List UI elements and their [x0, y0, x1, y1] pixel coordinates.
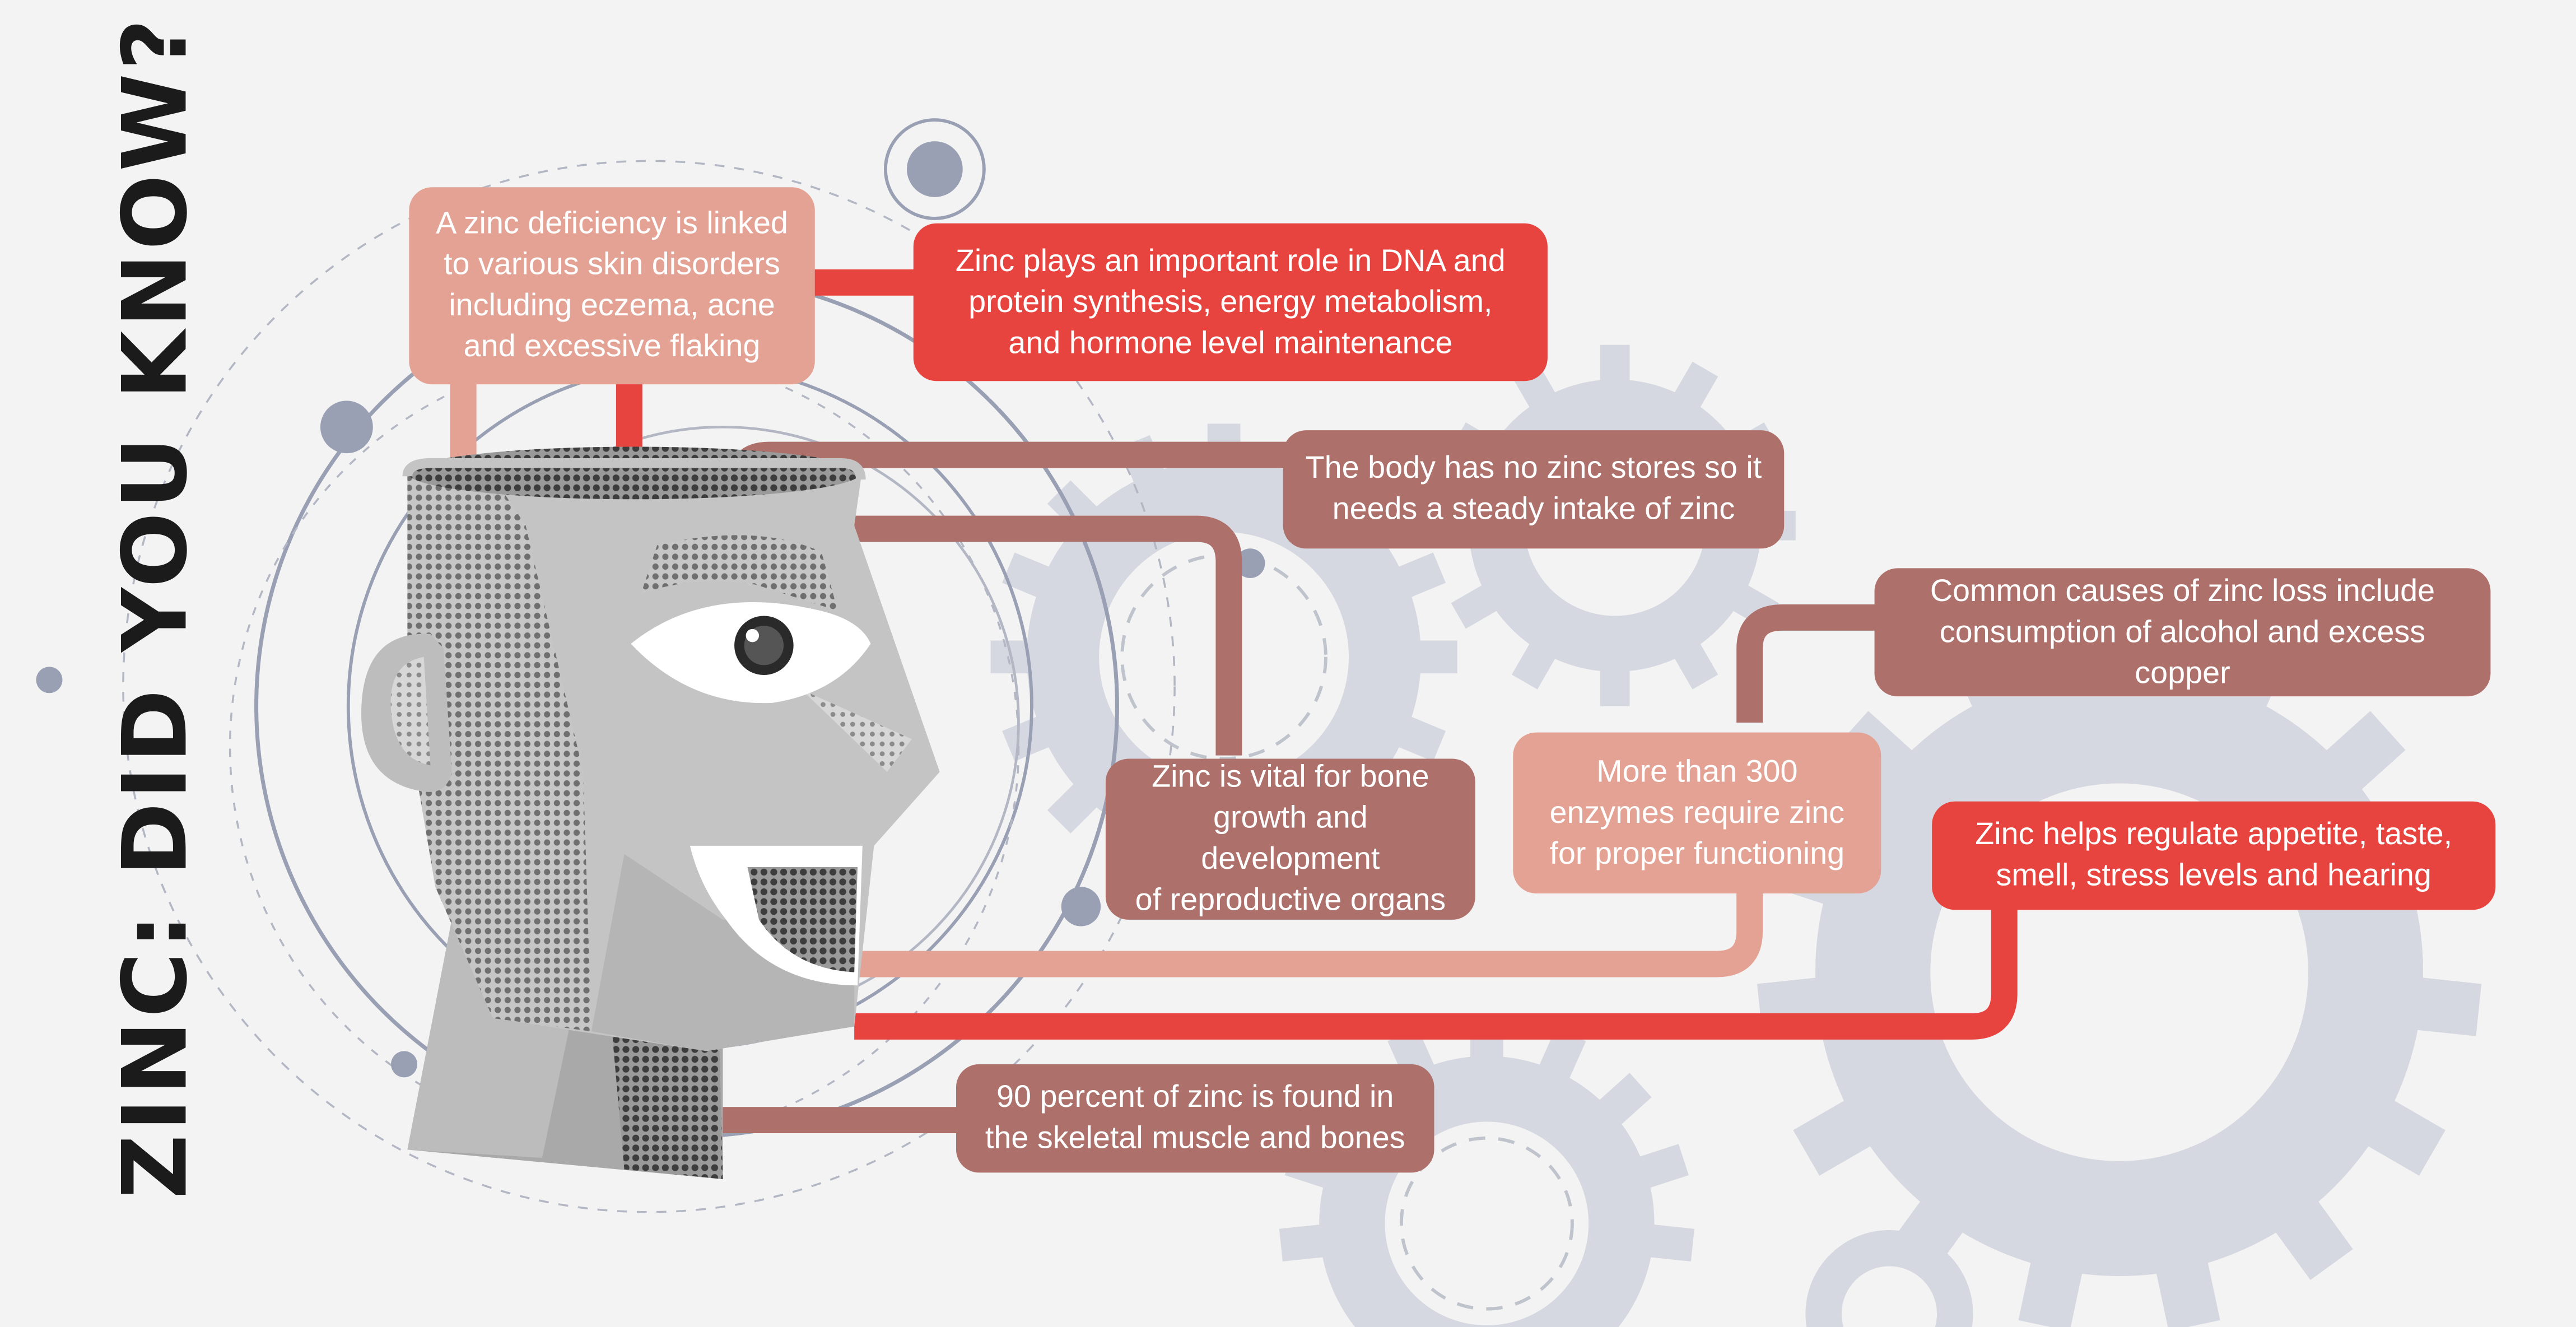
- head-illustration: [361, 446, 940, 1180]
- gear-icon: [1805, 1230, 1973, 1327]
- fact-appetite-senses: Zinc helps regulate appetite, taste,smel…: [1932, 801, 2496, 910]
- gear-icon: [1757, 611, 2482, 1327]
- eye-icon: [631, 602, 871, 704]
- page-title: ZINC: DID YOU KNOW?: [103, 15, 207, 1199]
- orbit-dot-icon: [36, 141, 1265, 1078]
